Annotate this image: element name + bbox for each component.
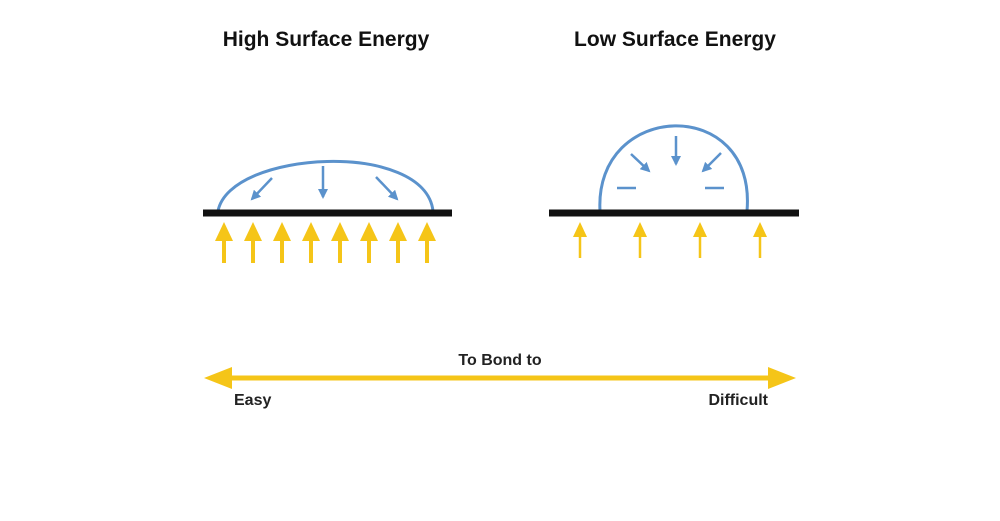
cohesion-arrow (630, 153, 651, 173)
bond-scale-title: To Bond to (458, 352, 542, 369)
cohesion-arrow (250, 177, 273, 201)
adhesion-arrow-head (302, 222, 320, 241)
adhesion-arrow-head (389, 222, 407, 241)
cohesion-arrow (375, 176, 399, 201)
adhesion-arrow-head (331, 222, 349, 241)
adhesion-arrow-head (693, 222, 707, 237)
high-cohesion-arrows (250, 166, 399, 201)
adhesion-arrow-head (633, 222, 647, 237)
low-energy-droplet (598, 124, 749, 212)
scale-arrowhead-left (204, 367, 232, 389)
adhesion-arrow-head (244, 222, 262, 241)
adhesion-arrow-head (360, 222, 378, 241)
cohesion-arrow (701, 152, 722, 173)
adhesion-arrow-head (418, 222, 436, 241)
bonding-scale (204, 367, 796, 389)
high-energy-droplet (216, 159, 435, 212)
low-energy-panel (549, 124, 799, 258)
high-adhesion-arrows (215, 222, 436, 263)
high-surface-energy-title: High Surface Energy (222, 28, 430, 51)
low-adhesion-arrows (573, 222, 767, 258)
high-energy-panel (203, 159, 452, 263)
low-cohesion-arrows (630, 136, 722, 173)
easy-label: Easy (234, 392, 272, 409)
adhesion-arrow-head (753, 222, 767, 237)
low-surface-energy-title: Low Surface Energy (574, 28, 776, 51)
adhesion-arrow-head (573, 222, 587, 237)
adhesion-arrow-head (273, 222, 291, 241)
scale-arrowhead-right (768, 367, 796, 389)
adhesion-arrow-head (215, 222, 233, 241)
difficult-label: Difficult (708, 392, 768, 409)
